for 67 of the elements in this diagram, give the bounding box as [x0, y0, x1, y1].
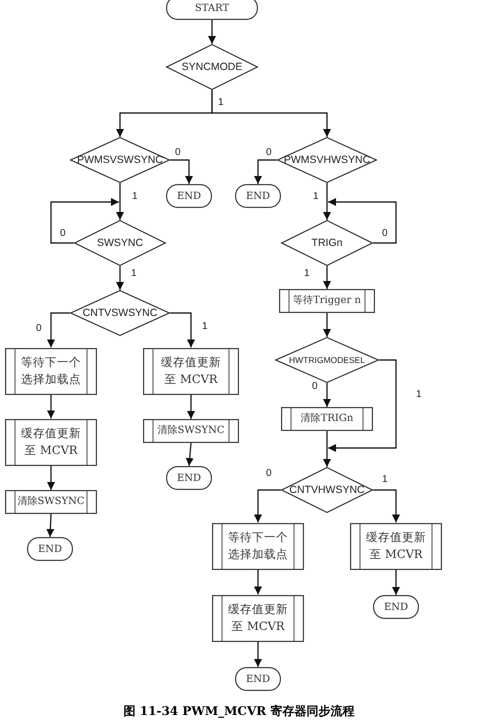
- edge-label: 0: [381, 228, 389, 239]
- terminal-box: END: [235, 184, 281, 208]
- arrow: [323, 266, 331, 289]
- decision-diamond: SYNCMODE: [166, 44, 258, 90]
- edge-label: 0: [59, 228, 67, 239]
- decision-diamond: CNTVHWSYNC: [281, 467, 373, 513]
- arrow: [47, 394, 55, 418]
- arrow: [186, 442, 194, 466]
- arrow: [328, 359, 397, 452]
- arrow: [323, 183, 331, 220]
- decision-diamond: HWTRIGMODESEL: [275, 337, 379, 383]
- edge-label: 0: [265, 468, 273, 479]
- terminal-box: END: [373, 595, 419, 619]
- arrow: [254, 159, 277, 184]
- process-box: 缓存值更新至 MCVR: [212, 594, 304, 642]
- process-box: 清除TRIGn: [281, 407, 373, 431]
- terminal-box: START: [166, 0, 258, 20]
- arrow: [373, 489, 400, 522]
- edge-label: 1: [130, 268, 138, 279]
- arrow: [323, 313, 331, 337]
- process-box: 清除SWSYNC: [5, 490, 97, 514]
- process-box: 等待Trigger n: [279, 289, 375, 313]
- terminal-box: END: [27, 537, 73, 561]
- arrow: [47, 312, 70, 348]
- arrow: [254, 642, 262, 667]
- arrow: [254, 570, 262, 594]
- arrow: [170, 312, 195, 348]
- process-box: 等待下一个选择加载点: [212, 522, 304, 570]
- edge-label: 1: [217, 97, 225, 108]
- edge-label: 0: [35, 323, 43, 334]
- terminal-box: END: [166, 466, 212, 490]
- arrow: [392, 570, 400, 595]
- arrow: [116, 183, 124, 220]
- decision-diamond: TRIGn: [281, 220, 373, 266]
- arrow: [47, 466, 55, 490]
- process-box: 缓存值更新至 MCVR: [143, 348, 239, 394]
- arrow: [323, 383, 331, 407]
- arrow: [187, 394, 195, 419]
- edge-label: 1: [381, 474, 389, 485]
- terminal-box: END: [166, 184, 212, 208]
- arrow: [254, 489, 281, 522]
- arrow: [328, 198, 397, 244]
- arrow: [323, 431, 331, 467]
- arrow: [50, 198, 119, 244]
- decision-diamond: PWMSVHWSYNC: [277, 137, 377, 183]
- edge-label: 0: [174, 147, 182, 158]
- arrow: [116, 266, 124, 290]
- arrow: [211, 90, 331, 137]
- process-box: 等待下一个选择加载点: [5, 348, 97, 394]
- decision-diamond: CNTVSWSYNC: [70, 290, 170, 336]
- process-box: 缓存值更新至 MCVR: [350, 522, 442, 570]
- edge-label: 1: [303, 268, 311, 279]
- arrow: [46, 514, 54, 538]
- process-box: 清除SWSYNC: [143, 419, 239, 443]
- arrow: [208, 20, 216, 44]
- arrow: [170, 159, 193, 184]
- process-box: 缓存值更新至 MCVR: [5, 418, 97, 466]
- figure-caption: 图 11-34 PWM_MCVR 寄存器同步流程: [122, 703, 356, 720]
- decision-diamond: PWMSVSWSYNC: [70, 137, 170, 183]
- edge-label: 0: [311, 381, 319, 392]
- edge-label: 0: [265, 147, 273, 158]
- decision-diamond: SWSYNC: [74, 220, 166, 266]
- edge-label: 1: [312, 191, 320, 202]
- edge-label: 1: [415, 389, 423, 400]
- edge-label: 1: [201, 321, 209, 332]
- terminal-box: END: [235, 667, 281, 691]
- edge-label: 1: [131, 191, 139, 202]
